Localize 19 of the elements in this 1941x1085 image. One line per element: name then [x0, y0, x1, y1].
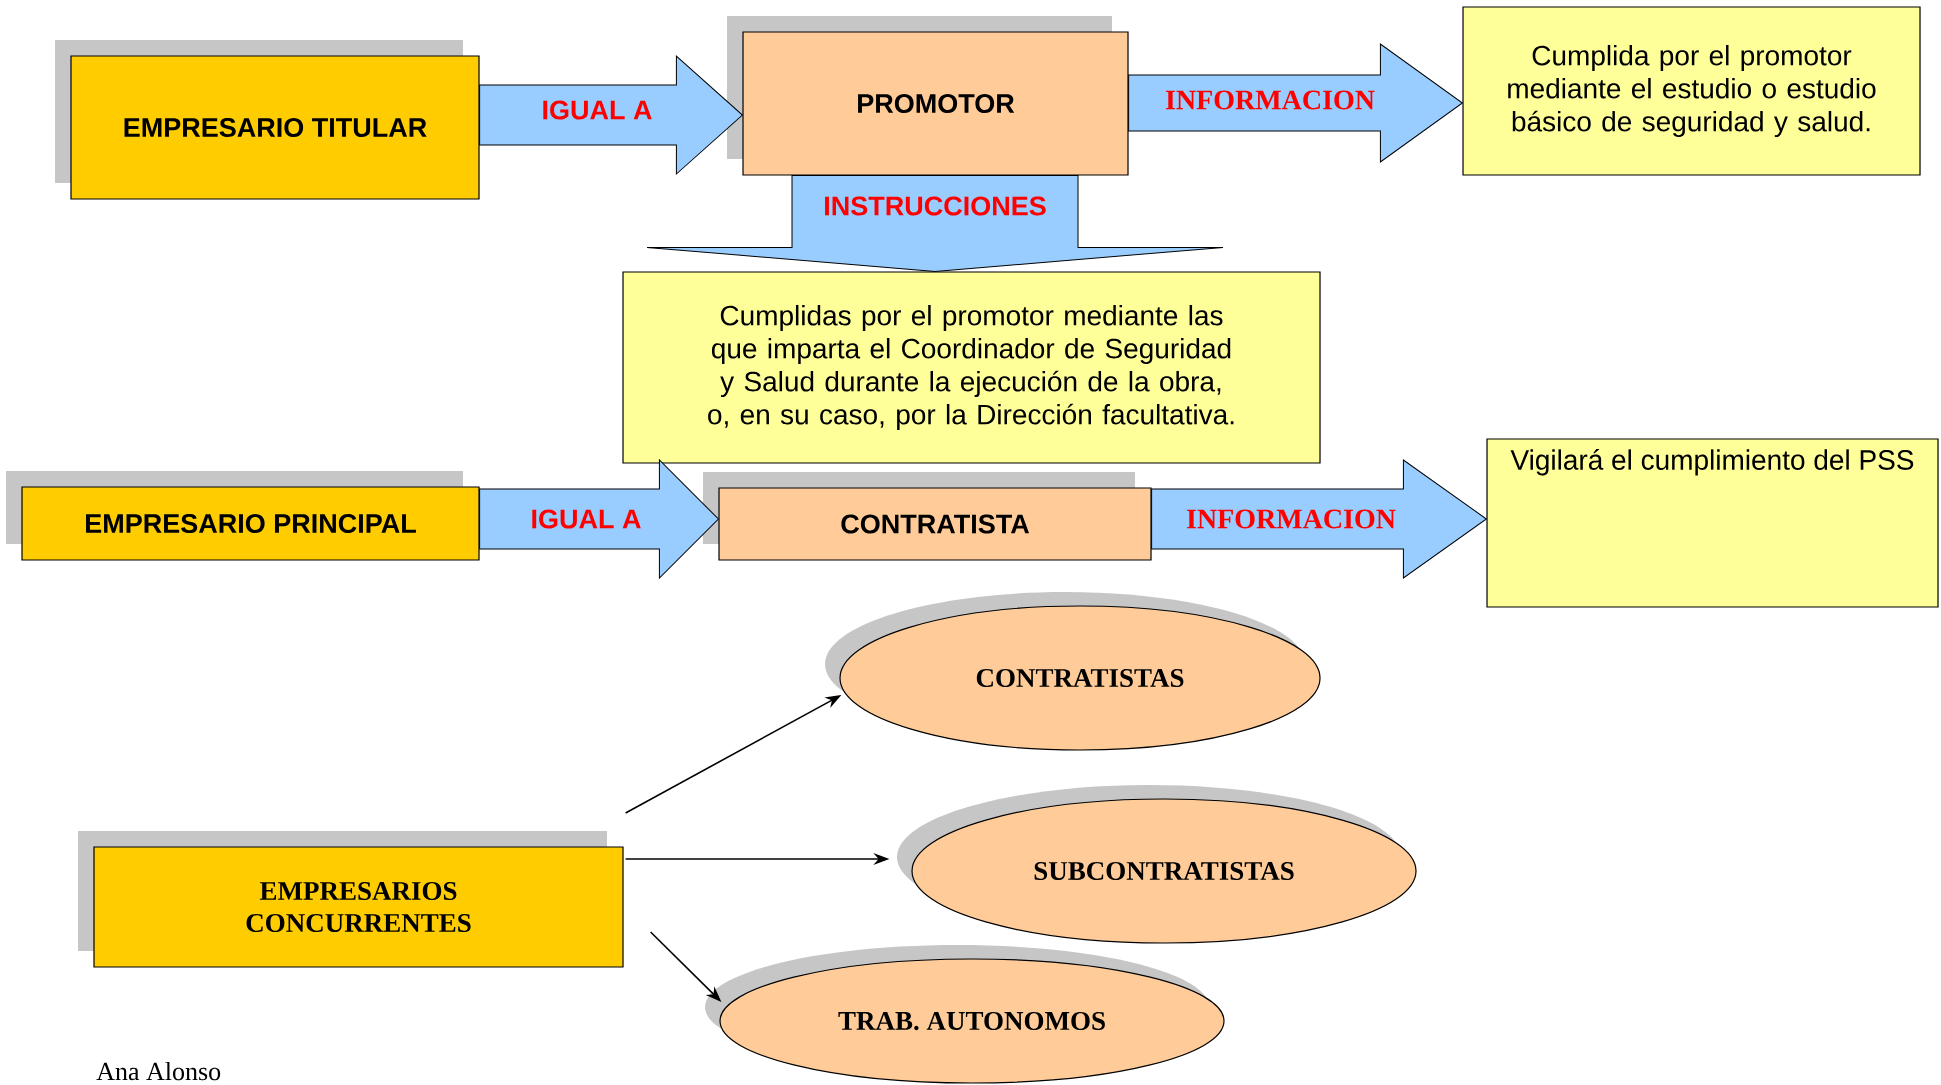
block-arrow [479, 55, 743, 175]
block-arrow [479, 459, 719, 579]
edge-label: IGUAL A [543, 100, 652, 120]
edge-label: INFORMACION [1165, 90, 1375, 110]
block-arrow [1128, 43, 1463, 163]
note-box: Cumplidas por el promotor mediante las que imparta el Coordinador de Seguridad y Salud durante la ejecución de la obra, o, en su caso, por la Dirección facultativa. [622, 271, 1321, 464]
block-arrow [646, 175, 1224, 272]
label-box: PROMOTOR [727, 16, 1129, 176]
note-box: Cumplida por el promotor mediante el estudio o estudio básico de seguridad y salud. [1462, 6, 1921, 176]
edge-label: INSTRUCCIONES [825, 196, 1046, 216]
label-box: EMPRESARIO PRINCIPAL [6, 471, 480, 561]
edge-label: INFORMACION [1186, 509, 1396, 529]
label-box: EMPRESARIOS CONCURRENTES [78, 831, 624, 968]
label-box: EMPRESARIO TITULAR [55, 40, 480, 200]
author-name: Ana Alonso [96, 1062, 221, 1081]
block-arrow [1151, 459, 1487, 579]
edge-label: IGUAL A [532, 509, 641, 529]
label-box: CONTRATISTA [703, 472, 1152, 561]
note-box: Vigilará el cumplimiento del PSS [1486, 438, 1939, 608]
